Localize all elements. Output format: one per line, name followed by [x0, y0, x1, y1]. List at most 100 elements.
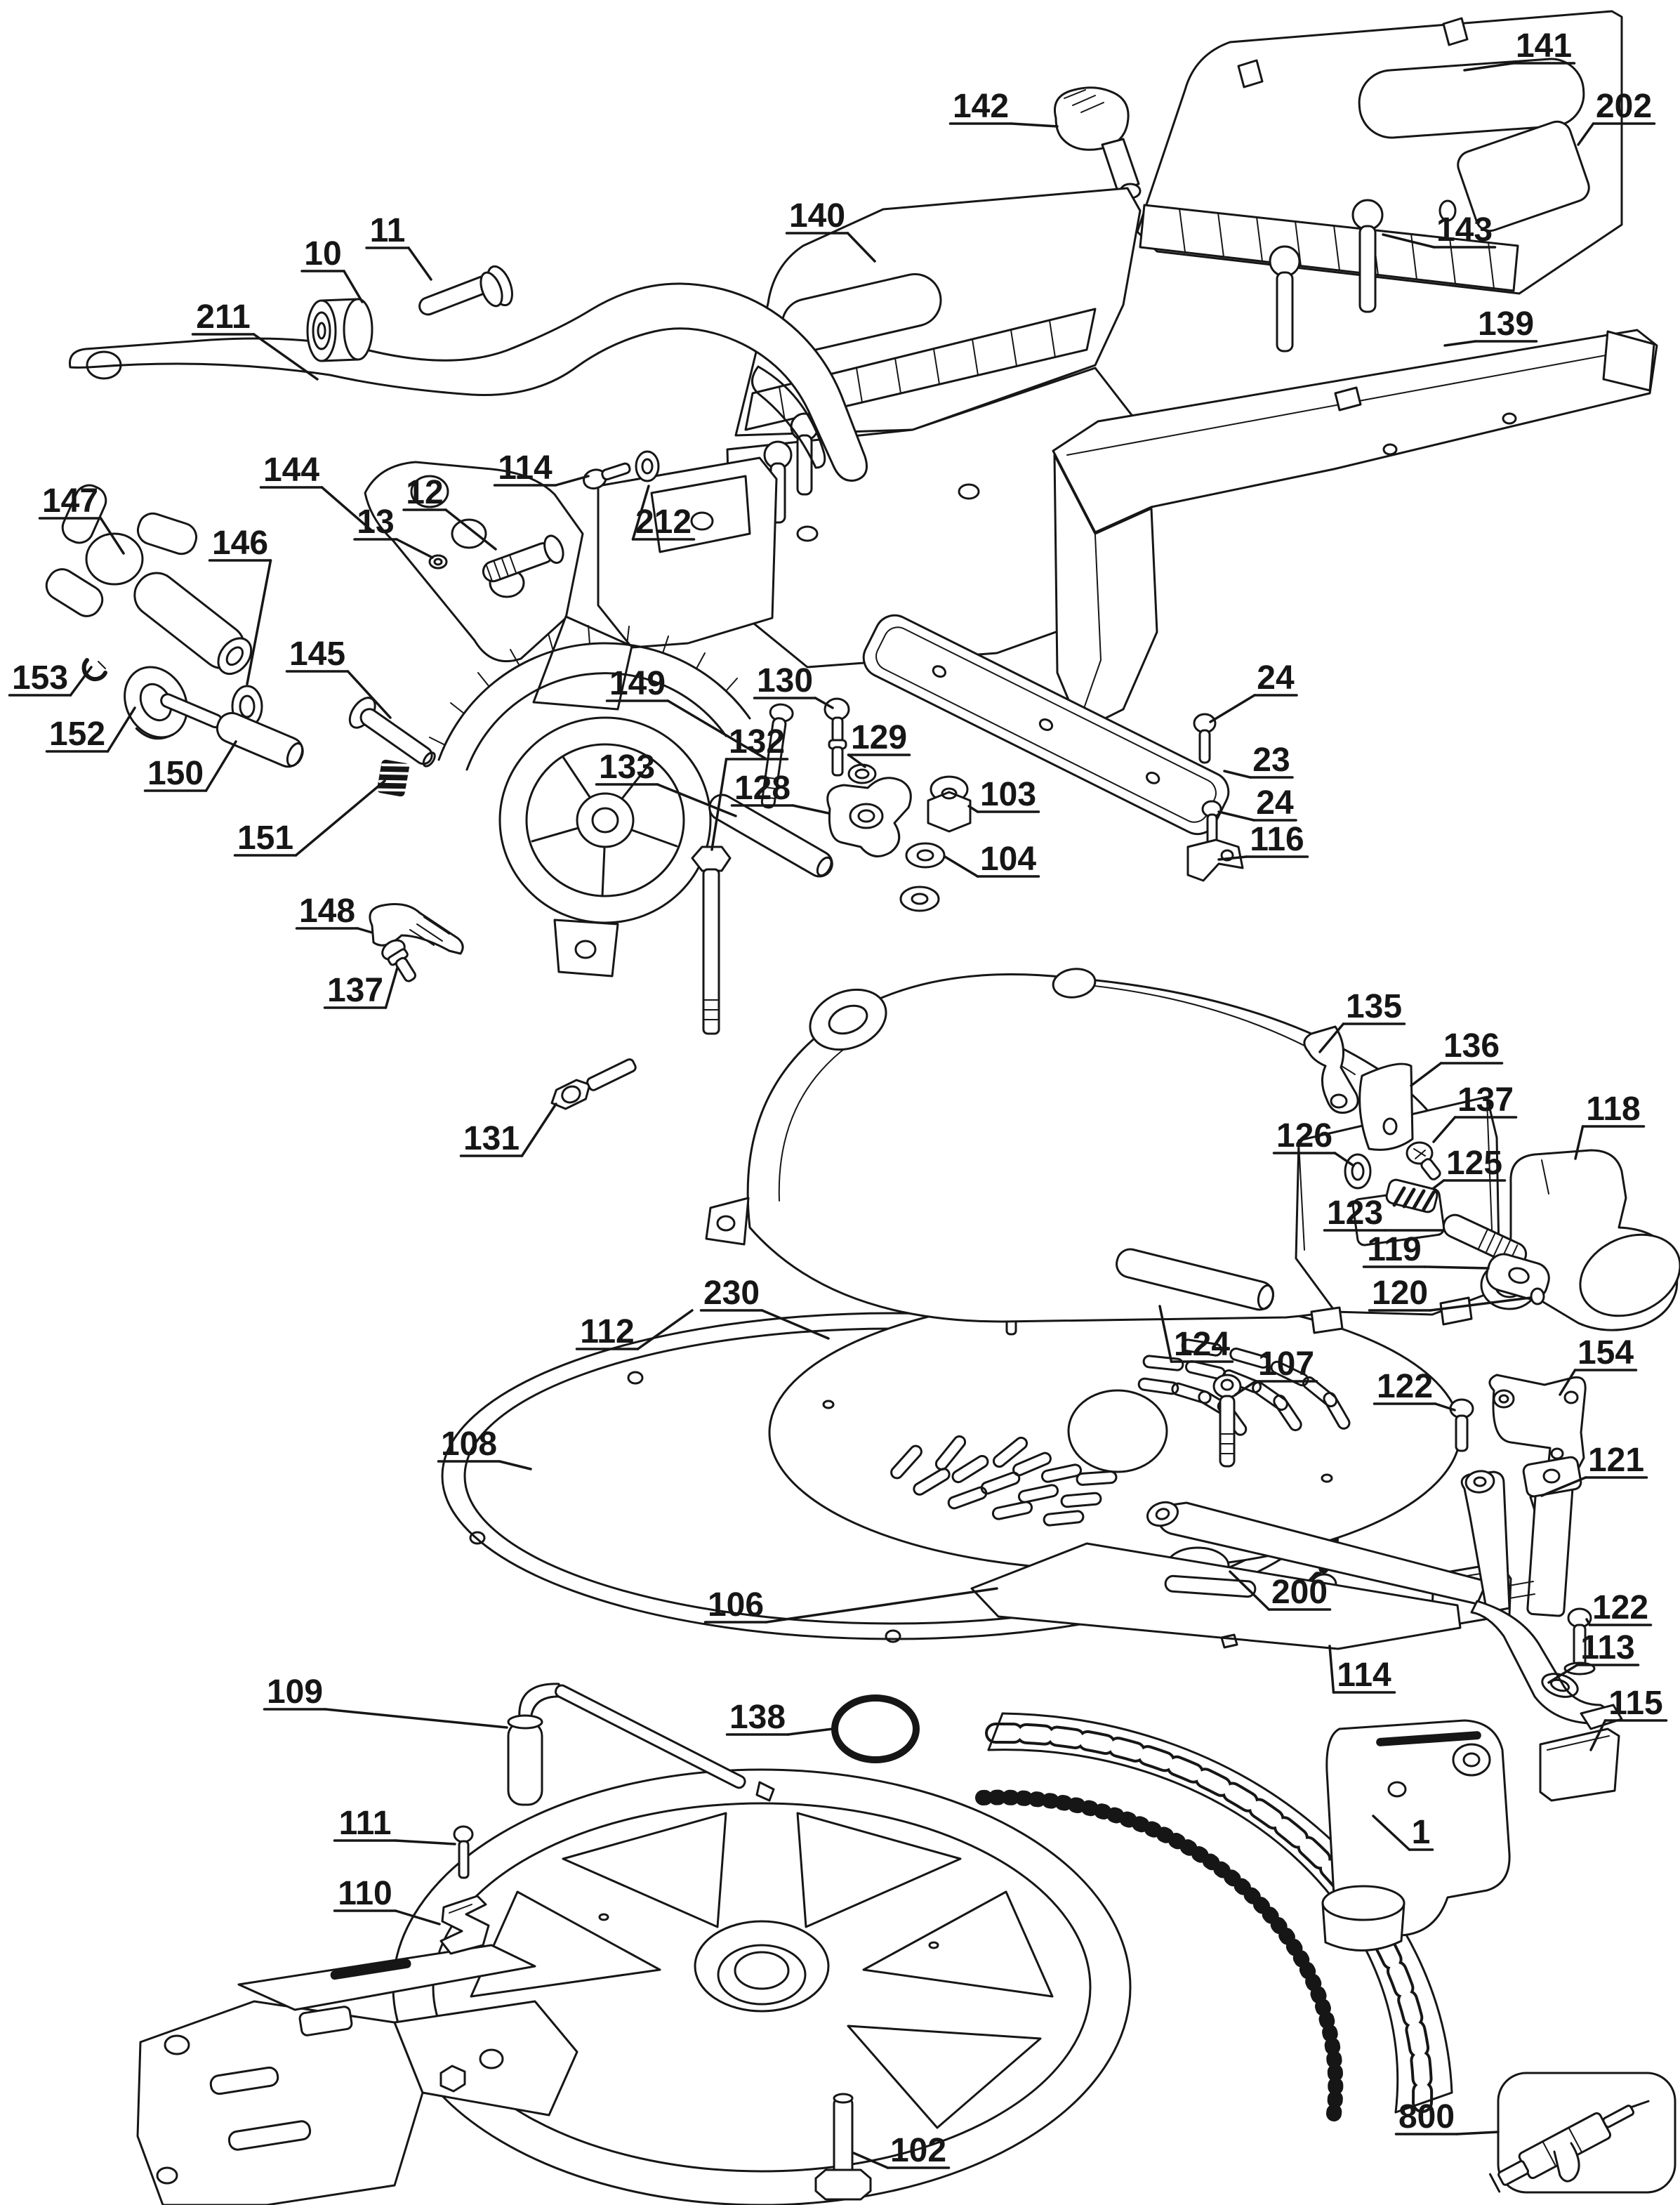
part-number-104: 104	[980, 841, 1036, 878]
callout-leader-line	[846, 232, 876, 263]
part-number-132: 132	[729, 723, 785, 761]
part-211-latch-lever	[68, 282, 868, 482]
callout-125: 125	[1432, 1145, 1507, 1190]
callout-leader-line	[294, 779, 386, 857]
callout-leader-line	[1333, 1152, 1355, 1167]
callout-800: 800	[1394, 2098, 1500, 2135]
callout-leader-line	[320, 486, 373, 532]
callout-leader-line	[106, 706, 136, 753]
callout-154: 154	[1559, 1334, 1638, 1396]
part-number-118: 118	[1586, 1091, 1640, 1128]
part-number-110: 110	[338, 1875, 392, 1912]
callout-leader-line	[1589, 1719, 1607, 1751]
part-number-1: 1	[1412, 1814, 1431, 1851]
callout-111: 111	[333, 1805, 456, 1845]
part-number-211: 211	[196, 298, 250, 336]
callout-leader-line	[1559, 1369, 1577, 1396]
callout-123: 123	[1323, 1194, 1445, 1232]
callout-129: 129	[847, 719, 911, 768]
callout-139: 139	[1443, 305, 1538, 347]
callout-230: 230	[699, 1275, 830, 1340]
part-number-154: 154	[1578, 1334, 1634, 1371]
part-number-24: 24	[1256, 784, 1294, 822]
callout-leader-line	[395, 538, 434, 559]
part-120-set-pin	[1530, 1287, 1545, 1305]
callout-leader-line	[944, 855, 979, 878]
part-number-120: 120	[1372, 1275, 1428, 1312]
part-number-123: 123	[1327, 1194, 1383, 1232]
callout-leader-line	[246, 559, 272, 685]
callout-leader-line	[1432, 1179, 1446, 1190]
callout-122: 122	[1373, 1368, 1456, 1411]
part-number-106: 106	[708, 1586, 764, 1624]
part-number-126: 126	[1276, 1117, 1332, 1154]
part-number-24: 24	[1257, 659, 1295, 697]
callout-leader-line	[1217, 810, 1255, 822]
part-110-clip	[439, 1895, 490, 1955]
part-number-137: 137	[1457, 1081, 1514, 1119]
callout-114: 114	[493, 449, 590, 487]
callout-leader-line	[1229, 1570, 1271, 1611]
callout-11: 11	[365, 212, 432, 281]
callout-leader-line	[343, 270, 364, 303]
callout-114: 114	[1328, 1645, 1396, 1694]
part-number-144: 144	[263, 452, 319, 489]
part-number-200: 200	[1271, 1574, 1328, 1611]
part-number-125: 125	[1446, 1145, 1502, 1182]
part-131-hex-bolt	[550, 1058, 637, 1110]
callout-leader-line	[1434, 1402, 1456, 1411]
callout-135: 135	[1318, 988, 1406, 1053]
part-1-base-turntable	[136, 1712, 1511, 2205]
callout-leader-line	[666, 699, 767, 760]
callout-leader-line	[324, 1708, 508, 1729]
part-number-129: 129	[851, 719, 907, 756]
part-number-150: 150	[147, 755, 204, 792]
callout-116: 116	[1217, 821, 1309, 861]
part-11-pin	[418, 265, 513, 316]
callout-leader-line	[636, 1309, 694, 1350]
callout-leader-line	[407, 246, 432, 281]
callout-leader-line	[1410, 1062, 1443, 1087]
part-number-147: 147	[42, 482, 98, 520]
part-number-139: 139	[1478, 305, 1534, 343]
part-136-wedge-plate	[1358, 1062, 1414, 1151]
part-153-retaining-ring	[81, 658, 107, 681]
callout-leader-line	[204, 740, 237, 792]
part-129-washer	[847, 763, 877, 784]
part-number-114: 114	[498, 449, 553, 487]
callout-133: 133	[595, 749, 737, 817]
part-number-230: 230	[703, 1275, 760, 1312]
callout-leader-line	[1585, 1618, 1592, 1626]
part-number-135: 135	[1346, 988, 1402, 1025]
callout-10: 10	[300, 235, 364, 303]
callout-128: 128	[730, 770, 830, 815]
part-number-119: 119	[1367, 1231, 1421, 1268]
part-number-800: 800	[1398, 2098, 1455, 2135]
callout-109: 109	[263, 1673, 508, 1729]
callout-leader-line	[99, 517, 125, 555]
callout-leader-line	[1423, 1265, 1490, 1270]
callout-leader-line	[847, 753, 866, 768]
callout-106: 106	[703, 1586, 998, 1624]
part-139-fence-rail	[1052, 329, 1658, 732]
callout-leader-line	[1574, 1125, 1585, 1160]
part-number-140: 140	[789, 197, 845, 235]
part-109-wrench	[507, 1683, 775, 1806]
part-number-111: 111	[339, 1805, 392, 1842]
callout-leader-line	[69, 666, 93, 697]
part-13-ring	[428, 554, 448, 570]
part-number-116: 116	[1250, 821, 1304, 858]
callout-138: 138	[725, 1699, 834, 1736]
part-202-label-plate	[1457, 120, 1590, 232]
callout-leader-line	[520, 1102, 557, 1157]
callout-leader-line	[1463, 62, 1515, 72]
callout-119: 119	[1362, 1231, 1490, 1270]
callout-24: 24	[1217, 784, 1297, 822]
callout-leader-line	[1547, 1664, 1579, 1684]
part-23-table-insert-rail	[862, 614, 1230, 836]
part-number-145: 145	[289, 636, 345, 673]
part-number-130: 130	[757, 662, 813, 699]
part-number-137: 137	[327, 972, 383, 1009]
callout-leader-line	[1382, 233, 1436, 249]
